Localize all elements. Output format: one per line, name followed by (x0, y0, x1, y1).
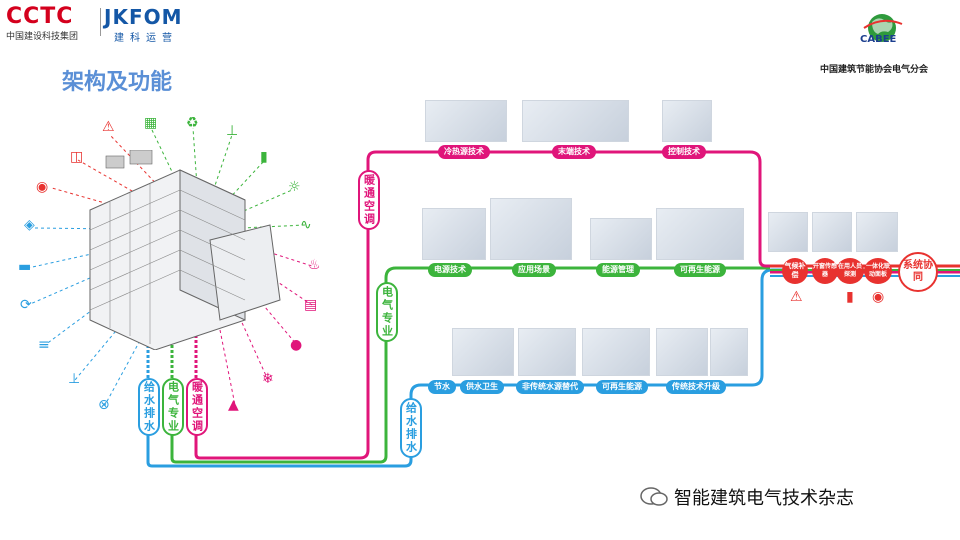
system-tag-synergy: 系统协同 (898, 252, 938, 292)
wifi-sensor-icon: ◉ (36, 179, 49, 195)
logo-separator (100, 8, 101, 36)
watermark: 智能建筑电气技术杂志 (640, 484, 854, 510)
filter-drum-icon: ≡ (38, 337, 50, 353)
system-tag-3: 一体化联动面板 (864, 258, 892, 284)
building-label-hvac: 暖通空调 (186, 378, 208, 436)
cabee-subtitle: 中国建筑节能协会电气分会 (820, 65, 929, 75)
branch-label-electrical: 电气专业 (376, 282, 398, 342)
wechat-icon (640, 487, 668, 506)
elec-image-renewable (656, 208, 744, 260)
cctc-logo-text: CCTC (6, 4, 74, 29)
water-tag-2: 非传统水源替代 (516, 380, 584, 394)
watermark-text: 智能建筑电气技术杂志 (674, 488, 854, 509)
system-image-2 (812, 212, 852, 252)
water-drop-icon: ◈ (24, 217, 35, 233)
jkfom-logo: JKFOM 建科运营 (104, 6, 183, 44)
filter-icon: ▤ (304, 297, 318, 313)
elec-image-power (422, 208, 486, 260)
branch-label-water: 给水排水 (400, 398, 422, 458)
jkfom-logo-text: JKFOM (104, 5, 183, 29)
jkfom-subtitle: 建科运营 (114, 33, 178, 44)
factory-icon: ▲ (228, 397, 239, 413)
energy-cycle-icon: ♻ (186, 115, 199, 131)
heating-drop-icon: ● (290, 337, 303, 353)
elec-tag-2: 能源管理 (596, 263, 640, 277)
hvac-image-control (662, 100, 712, 142)
system-image-1 (768, 212, 808, 252)
valve-icon: ⊗ (98, 397, 110, 413)
building-label-water: 给水排水 (138, 378, 160, 436)
system-alarm-icon: ⚠ (790, 289, 803, 305)
water-image-3 (582, 328, 650, 376)
elec-tag-0: 电源技术 (428, 263, 472, 277)
solar-panel-icon: ▦ (144, 115, 158, 131)
water-image-4 (656, 328, 708, 376)
cabee-globe-icon (863, 14, 903, 42)
elec-tag-3: 可再生能源 (674, 263, 726, 277)
cabee-logo-text: CABEE (860, 34, 897, 45)
light-bulb-icon: ☼ (288, 179, 301, 195)
water-tag-0: 节水 (428, 380, 456, 394)
elec-image-energy (590, 218, 652, 260)
system-tag-2: 在用人员探测 (836, 258, 864, 284)
system-tag-0: 气候补偿 (782, 258, 808, 284)
cctc-logo: CCTC 中国建设科技集团 (6, 4, 79, 43)
hvac-tag-2: 控制技术 (662, 145, 706, 159)
door-icon: ◫ (70, 149, 84, 165)
building-label-electrical: 电气专业 (162, 378, 184, 436)
water-tag-1: 供水卫生 (460, 380, 504, 394)
water-tag-4: 传统技术升级 (666, 380, 726, 394)
pulse-icon: ∿ (300, 217, 312, 233)
meter-icon: ⊥ (226, 123, 239, 139)
cctc-subtitle: 中国建设科技集团 (6, 32, 79, 42)
stats-icon: ▮ (260, 149, 268, 165)
thermometer-icon: ♨ (308, 257, 321, 273)
water-tag-3: 可再生能源 (596, 380, 648, 394)
pump-icon: ⊥ (68, 371, 81, 387)
hvac-tag-0: 冷热源技术 (438, 145, 490, 159)
water-image-2 (518, 328, 576, 376)
system-image-3 (856, 212, 898, 252)
system-tag-1: 开窗传感器 (812, 258, 838, 284)
system-sensor-icon: ◉ (872, 289, 885, 305)
snowflake-icon: ❄ (262, 371, 274, 387)
system-stats-icon: ▮ (846, 289, 854, 305)
branch-label-hvac: 暖通空调 (358, 170, 380, 230)
page-title: 架构及功能 (62, 70, 173, 95)
elec-image-scenario (490, 198, 572, 260)
building-illustration (89, 150, 281, 350)
water-image-5 (710, 328, 748, 376)
tank-icon: ▬ (18, 259, 32, 275)
recycle-icon: ⟳ (20, 297, 32, 313)
hvac-image-terminal (522, 100, 629, 142)
elec-tag-1: 应用场景 (512, 263, 556, 277)
hvac-tag-1: 末端技术 (552, 145, 596, 159)
alarm-icon: ⚠ (102, 119, 115, 135)
water-image-1 (452, 328, 514, 376)
hvac-image-chiller (425, 100, 507, 142)
